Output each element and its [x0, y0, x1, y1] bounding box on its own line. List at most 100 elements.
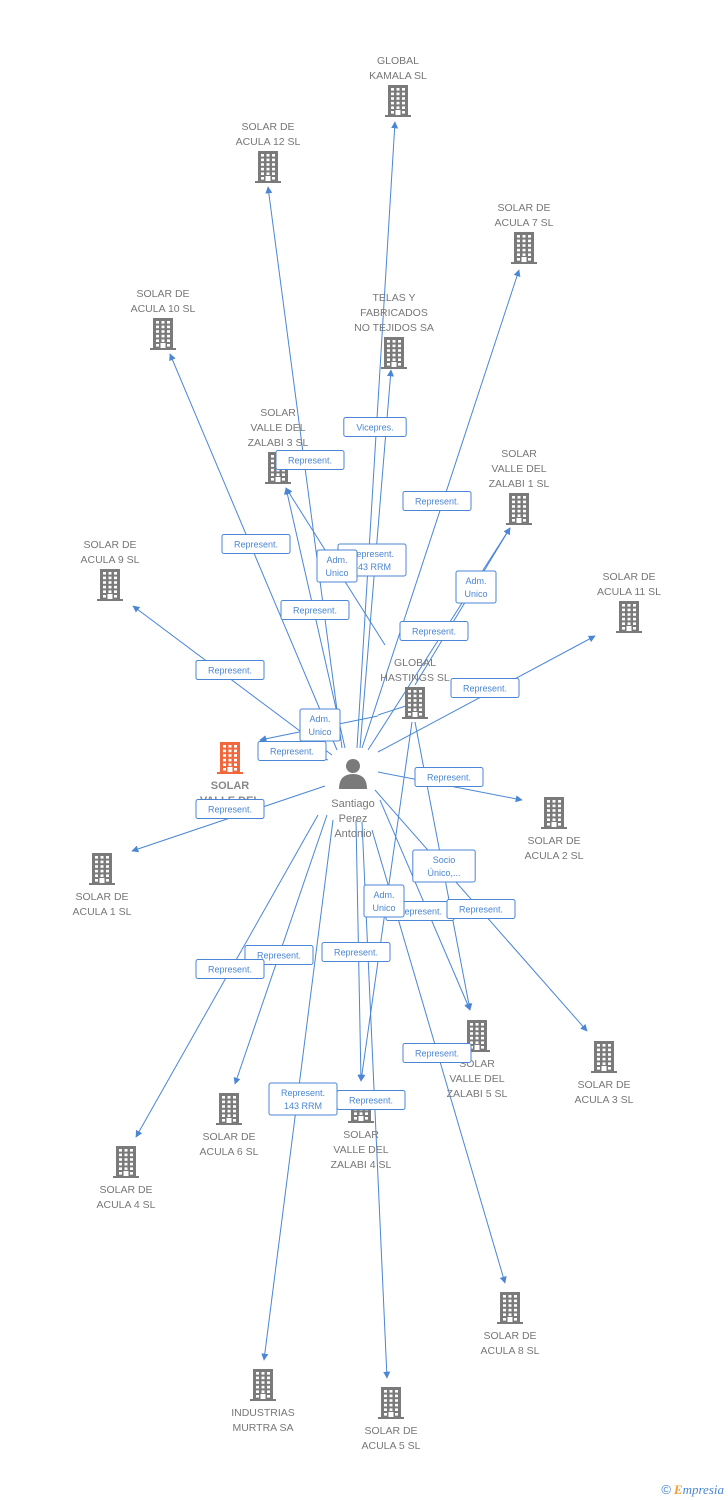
building-icon — [216, 1093, 242, 1125]
edge-label-solar-acula-9[interactable]: Represent. — [195, 660, 265, 680]
edge-label-text: Represent. — [208, 666, 252, 676]
edge-label-text: Adm. — [309, 714, 330, 724]
node-label: ACULA 5 SL — [362, 1440, 421, 1452]
node-label: SOLAR DE — [241, 121, 294, 133]
edge-label-industrias-murtra[interactable]: Represent.143 RRM — [268, 1082, 338, 1116]
building-icon — [511, 232, 537, 264]
edge-label-solar-acula-7[interactable]: Represent. — [402, 491, 472, 511]
node-solar-acula-5[interactable]: SOLAR DE ACULA 5 SL — [362, 1387, 421, 1452]
edge-label-text: Unico — [325, 568, 348, 578]
node-solar-acula-12[interactable]: SOLAR DE ACULA 12 SL — [236, 121, 301, 183]
edge-label-text: Represent. — [270, 747, 314, 757]
edge-label-text: Represent. — [257, 951, 301, 961]
building-icon — [378, 1387, 404, 1419]
edge-label-solar-acula-4[interactable]: Represent. — [195, 959, 265, 979]
edge-label-solar-zalabi-4[interactable]: Adm. Unico — [363, 884, 405, 918]
building-icon — [591, 1041, 617, 1073]
node-label: HASTINGS SL — [380, 672, 450, 684]
edge-label-solar-zalabi-1[interactable]: Represent. — [399, 621, 469, 641]
node-solar-acula-11[interactable]: SOLAR DE ACULA 11 SL — [597, 571, 661, 633]
edge-label-global-kamala[interactable]: Vicepres. — [343, 417, 407, 437]
node-label: MURTRA SA — [232, 1422, 293, 1434]
brand-initial: E — [673, 1482, 683, 1497]
node-industrias-murtra[interactable]: INDUSTRIAS MURTRA SA — [231, 1369, 295, 1434]
edge-label-text: Represent. — [293, 606, 337, 616]
building-icon — [217, 742, 243, 774]
edge-label-solar-acula-1[interactable]: Represent. — [195, 799, 265, 819]
building-icon — [402, 687, 428, 719]
node-label: ACULA 4 SL — [97, 1199, 156, 1211]
node-label: ACULA 12 SL — [236, 136, 301, 148]
edge-label-solar-acula-8[interactable]: Represent. — [402, 1043, 472, 1063]
edge-label-solar-zalabi-3[interactable]: Represent. — [275, 450, 345, 470]
edge-labels-layer: Vicepres.Represent.Represent.Represent.R… — [195, 417, 520, 1116]
edge-label-solar-zalabi-1[interactable]: Adm. Unico — [455, 570, 497, 604]
node-global-hastings[interactable]: GLOBAL HASTINGS SL — [380, 657, 450, 719]
node-label: ACULA 11 SL — [597, 586, 661, 598]
brand-name: mpresia — [682, 1482, 724, 1497]
node-label: ZALABI 3 SL — [248, 437, 309, 449]
node-label: ZALABI 4 SL — [331, 1159, 392, 1171]
edge-label-solar-acula-11[interactable]: Represent. — [450, 678, 520, 698]
edge-label-text: Adm. — [465, 576, 486, 586]
edge-label-text: Adm. — [373, 890, 394, 900]
edge-label-solar-zalabi-2[interactable]: Adm.Unico — [316, 549, 358, 583]
node-label: SOLAR DE — [364, 1425, 417, 1437]
node-label: ACULA 7 SL — [495, 217, 554, 229]
edge-label-solar-zalabi-5[interactable]: SocioÚnico,... — [412, 849, 476, 883]
edge-label-solar-zalabi-2[interactable]: Represent. — [257, 741, 327, 761]
person-label: Santiago — [331, 798, 374, 810]
edge-label-text: Represent. — [415, 1049, 459, 1059]
edge-label-text: 143 RRM — [284, 1101, 322, 1111]
edge-label-solar-acula-2[interactable]: Represent. — [414, 767, 484, 787]
building-icon — [255, 151, 281, 183]
edge-label-solar-zalabi-3[interactable]: Represent. — [280, 600, 350, 620]
edge-label-solar-acula-5[interactable]: Represent. — [336, 1090, 406, 1110]
node-label: SOLAR DE — [602, 571, 655, 583]
node-label: SOLAR DE — [202, 1131, 255, 1143]
edge-label-solar-acula-12[interactable]: Represent. — [221, 534, 291, 554]
node-label: GLOBAL — [394, 657, 436, 669]
edge-label-text: 143 RRM — [353, 562, 391, 572]
node-label: ACULA 6 SL — [200, 1146, 259, 1158]
edge-label-text: Unico — [464, 589, 487, 599]
node-label: VALLE DEL — [491, 463, 546, 475]
edge-label-text: Represent. — [234, 540, 278, 550]
edge-label-solar-zalabi-4[interactable]: Represent. — [321, 942, 391, 962]
edge-label-text: Represent. — [288, 456, 332, 466]
node-label: ACULA 10 SL — [131, 303, 196, 315]
edge-label-text: Represent. — [459, 905, 503, 915]
node-solar-acula-6[interactable]: SOLAR DE ACULA 6 SL — [200, 1093, 259, 1158]
edge-label-text: Unico — [372, 903, 395, 913]
edge-label-text: Vicepres. — [356, 423, 393, 433]
node-label: SOLAR DE — [527, 835, 580, 847]
brand-watermark: ©Empresia — [661, 1482, 724, 1498]
edge-label-text: Represent. — [334, 948, 378, 958]
copyright-symbol: © — [661, 1482, 671, 1497]
edge-label-text: Represent. — [350, 549, 394, 559]
person-icon — [339, 759, 367, 789]
node-label: TELAS Y — [373, 292, 416, 304]
edge-label-text: Represent. — [208, 965, 252, 975]
building-icon — [150, 318, 176, 350]
building-icon — [381, 337, 407, 369]
edge-label-global-hastings[interactable]: Adm.Unico — [299, 708, 341, 742]
edge-label-solar-acula-3[interactable]: Represent. — [446, 899, 516, 919]
node-label: INDUSTRIAS — [231, 1407, 295, 1419]
